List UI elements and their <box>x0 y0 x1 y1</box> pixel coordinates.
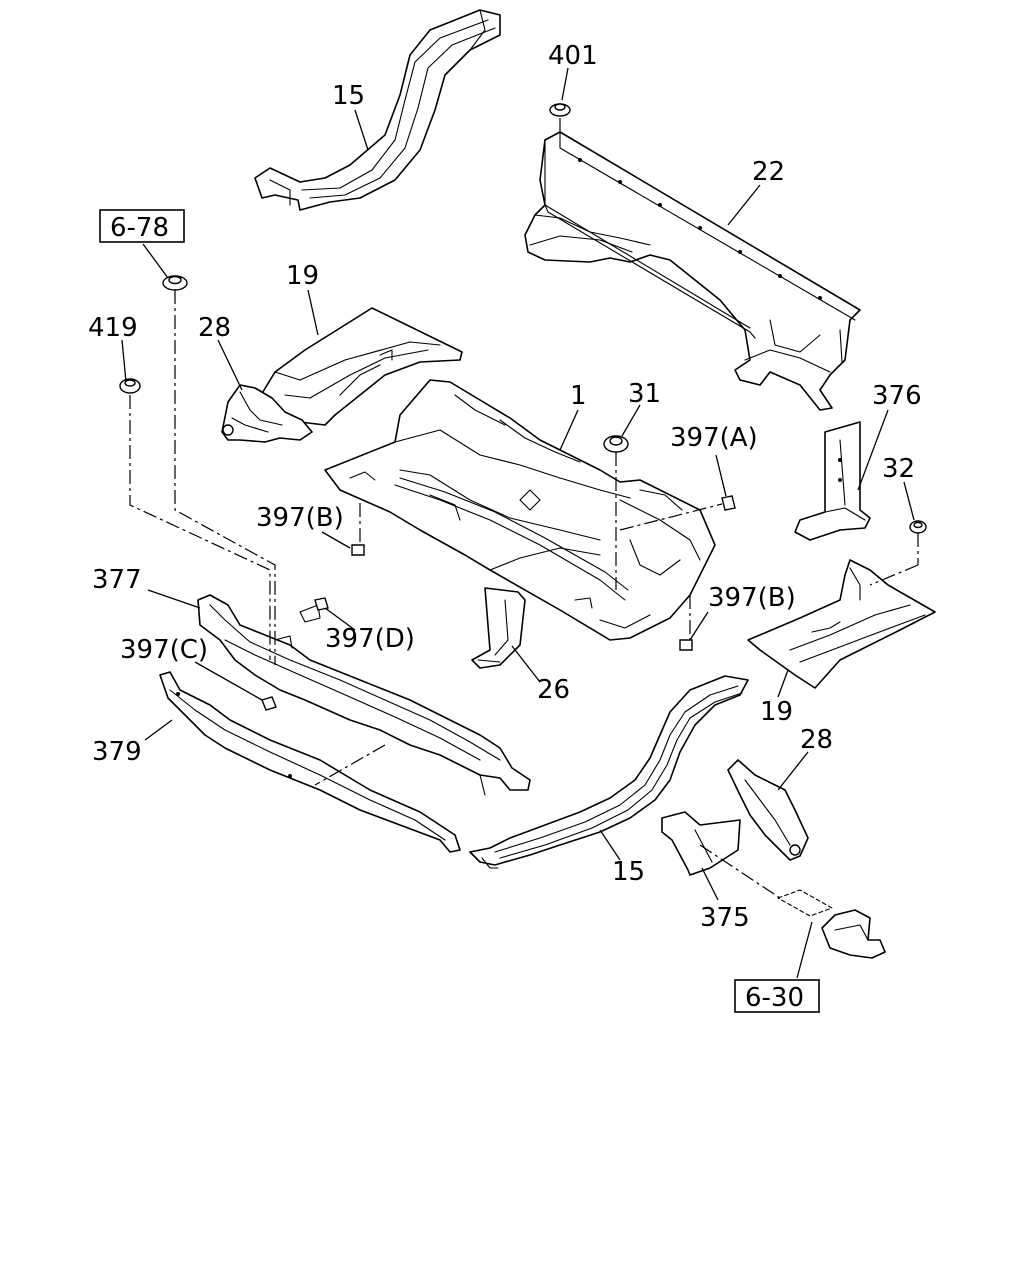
callout-397a: 397(A) <box>670 423 758 453</box>
callout-15-top: 15 <box>332 81 365 111</box>
callout-375: 375 <box>700 903 750 933</box>
crossbar-379 <box>159 671 461 853</box>
callout-22: 22 <box>752 157 785 187</box>
floor-panel-19-right <box>747 559 936 689</box>
grommet-32 <box>909 520 927 534</box>
callout-1: 1 <box>570 381 587 411</box>
callout-401: 401 <box>548 41 598 71</box>
callout-32: 32 <box>882 454 915 484</box>
bracket-28-left <box>221 384 313 443</box>
assembly-lines <box>129 290 919 899</box>
clip-397b-right <box>679 639 693 651</box>
callout-376: 376 <box>872 381 922 411</box>
component-630 <box>777 889 886 959</box>
callout-397b-right: 397(B) <box>708 583 796 613</box>
callout-28-left: 28 <box>198 313 231 343</box>
callout-19-left: 19 <box>286 261 319 291</box>
plug-419 <box>119 378 141 394</box>
callout-28-right: 28 <box>800 725 833 755</box>
floor-panel-1 <box>324 379 716 641</box>
callout-31: 31 <box>628 379 661 409</box>
clip-678 <box>162 275 188 291</box>
callout-397c: 397(C) <box>120 635 208 665</box>
bracket-376 <box>794 421 871 541</box>
callout-379: 379 <box>92 737 142 767</box>
reference-box-630[interactable]: 6-30 <box>734 979 820 1013</box>
clip-397d <box>314 597 329 611</box>
leader-lines <box>121 67 915 979</box>
callout-377: 377 <box>92 565 142 595</box>
callout-labels: 15 401 22 19 28 419 1 31 376 397(A) 32 3… <box>88 41 922 933</box>
frame-rail-15-top <box>254 9 501 211</box>
bracket-26 <box>471 587 526 669</box>
reference-630-label: 6-30 <box>745 983 804 1013</box>
callout-397b-left: 397(B) <box>256 503 344 533</box>
grommet-31 <box>603 435 629 453</box>
frame-rail-15-bottom <box>469 675 749 869</box>
bracket-28-right <box>727 759 809 861</box>
clip-397c <box>261 696 277 711</box>
callout-19-right: 19 <box>760 697 793 727</box>
clip-397a <box>721 495 736 511</box>
reference-678-label: 6-78 <box>110 213 169 243</box>
plate-375 <box>661 811 741 876</box>
cross-member-22 <box>524 131 861 411</box>
clip-397b-left <box>351 544 365 556</box>
callout-419: 419 <box>88 313 138 343</box>
nut-401 <box>549 103 571 140</box>
callout-397d: 397(D) <box>325 624 415 654</box>
crossbar-377 <box>197 594 531 796</box>
callout-26: 26 <box>537 675 570 705</box>
callout-15-bottom: 15 <box>612 857 645 887</box>
reference-box-678[interactable]: 6-78 <box>99 209 185 243</box>
